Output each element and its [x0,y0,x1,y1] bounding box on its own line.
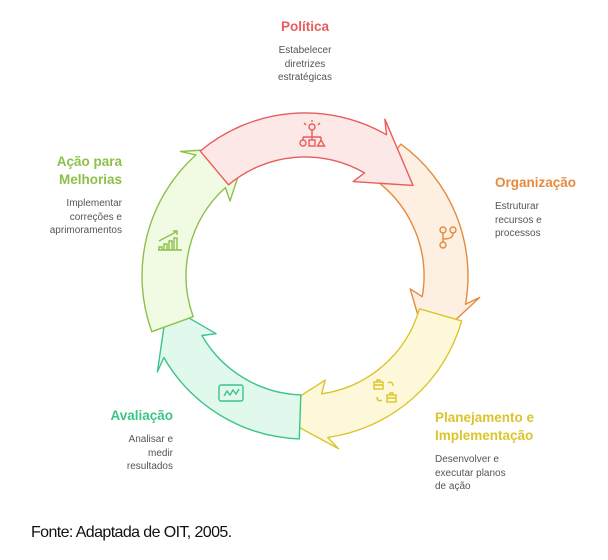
branch-icon [439,226,457,249]
stage-title: Organização [495,175,577,190]
stage-desc: de ação [435,481,471,492]
label-avaliacao: Avaliação Analisar e medir resultados [53,407,173,474]
stage-desc: executar planos [435,467,506,479]
stage-desc: Analisar e [128,434,173,445]
label-politica: Política Estabelecer diretrizes estratégic… [245,18,365,85]
growth-chart-icon [158,230,182,251]
cycle-arrow-1 [374,143,481,348]
stage-desc: estratégicas [278,72,332,83]
chart-monitor-icon [218,384,244,402]
cycle-arrow-4 [141,146,249,333]
cycle-arrow-0 [199,112,414,187]
stage-desc: recursos e [495,214,542,226]
stage-desc: Estabelecer [278,45,332,56]
cycle-arrow-2 [272,308,463,450]
stage-title: Política [280,19,329,34]
stage-desc: diretrizes [284,58,326,70]
stage-title: Planejamento e [435,410,535,425]
stage-desc: correções e [69,211,122,223]
stage-desc: Desenvolver e [435,454,499,465]
stage-desc: Estruturar [495,201,539,212]
label-organizacao: Organização Estruturar recursos e processo… [495,174,605,241]
briefcase-exchange-icon [373,379,397,403]
stage-title: Implementação [435,428,534,443]
stage-title: Melhorias [58,172,122,187]
source-caption: Fonte: Adaptada de OIT, 2005. [31,524,232,541]
stage-title: Ação para [56,154,122,169]
cycle-arrow-3 [156,304,302,440]
stage-title: Avaliação [110,408,173,423]
label-planejamento: Planejamento e Implementação Desenvolver … [435,409,575,494]
stage-desc: medir [147,447,173,459]
stage-desc: aprimoramentos [49,225,122,236]
stage-desc: Implementar [66,198,122,209]
stage-desc: resultados [126,461,173,472]
stage-desc: processos [495,228,541,239]
strategy-hierarchy-icon [299,120,326,147]
